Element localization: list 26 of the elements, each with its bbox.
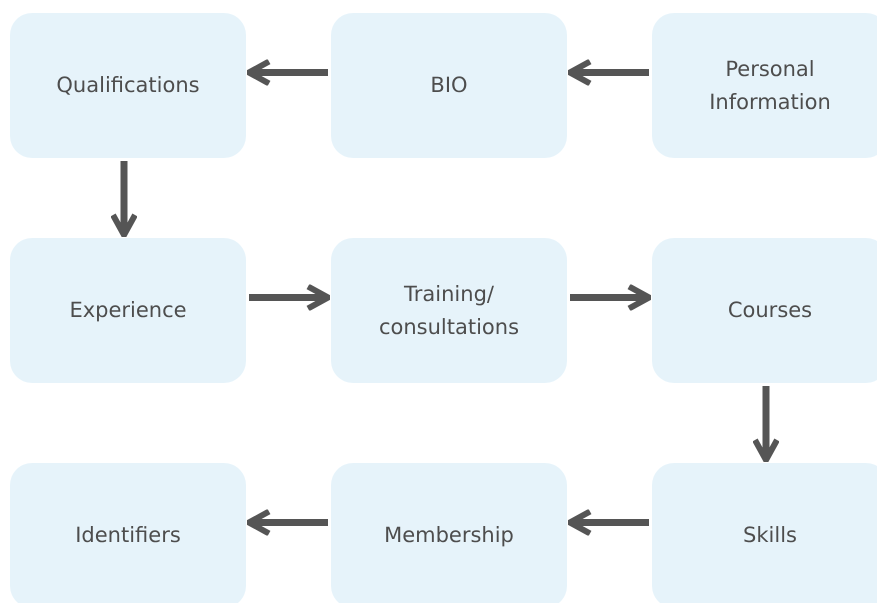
process-box — [10, 13, 246, 158]
box-label: Identifiers — [75, 522, 181, 550]
arrow — [246, 58, 328, 86]
arrow — [110, 161, 138, 238]
box-label: Skills — [743, 522, 797, 550]
box-label: Qualifications — [56, 72, 200, 100]
box-label: Personal Information — [708, 56, 832, 116]
arrow — [249, 284, 331, 312]
box-label: Experience — [69, 297, 187, 324]
process-box — [652, 463, 877, 603]
process-box — [652, 13, 877, 158]
arrow — [567, 58, 649, 86]
process-box — [331, 13, 567, 158]
arrow — [752, 386, 780, 463]
process-box — [652, 238, 877, 383]
process-box — [10, 463, 246, 603]
box-label: Membership — [384, 522, 514, 550]
arrow — [570, 284, 652, 312]
process-box — [10, 238, 246, 383]
process-box — [331, 238, 567, 383]
process-box — [331, 463, 567, 603]
arrow — [246, 508, 328, 536]
box-label: BIO — [430, 72, 468, 100]
arrow — [567, 508, 649, 536]
box-label: Courses — [728, 297, 812, 324]
box-label: Training/ consultations — [378, 280, 520, 340]
